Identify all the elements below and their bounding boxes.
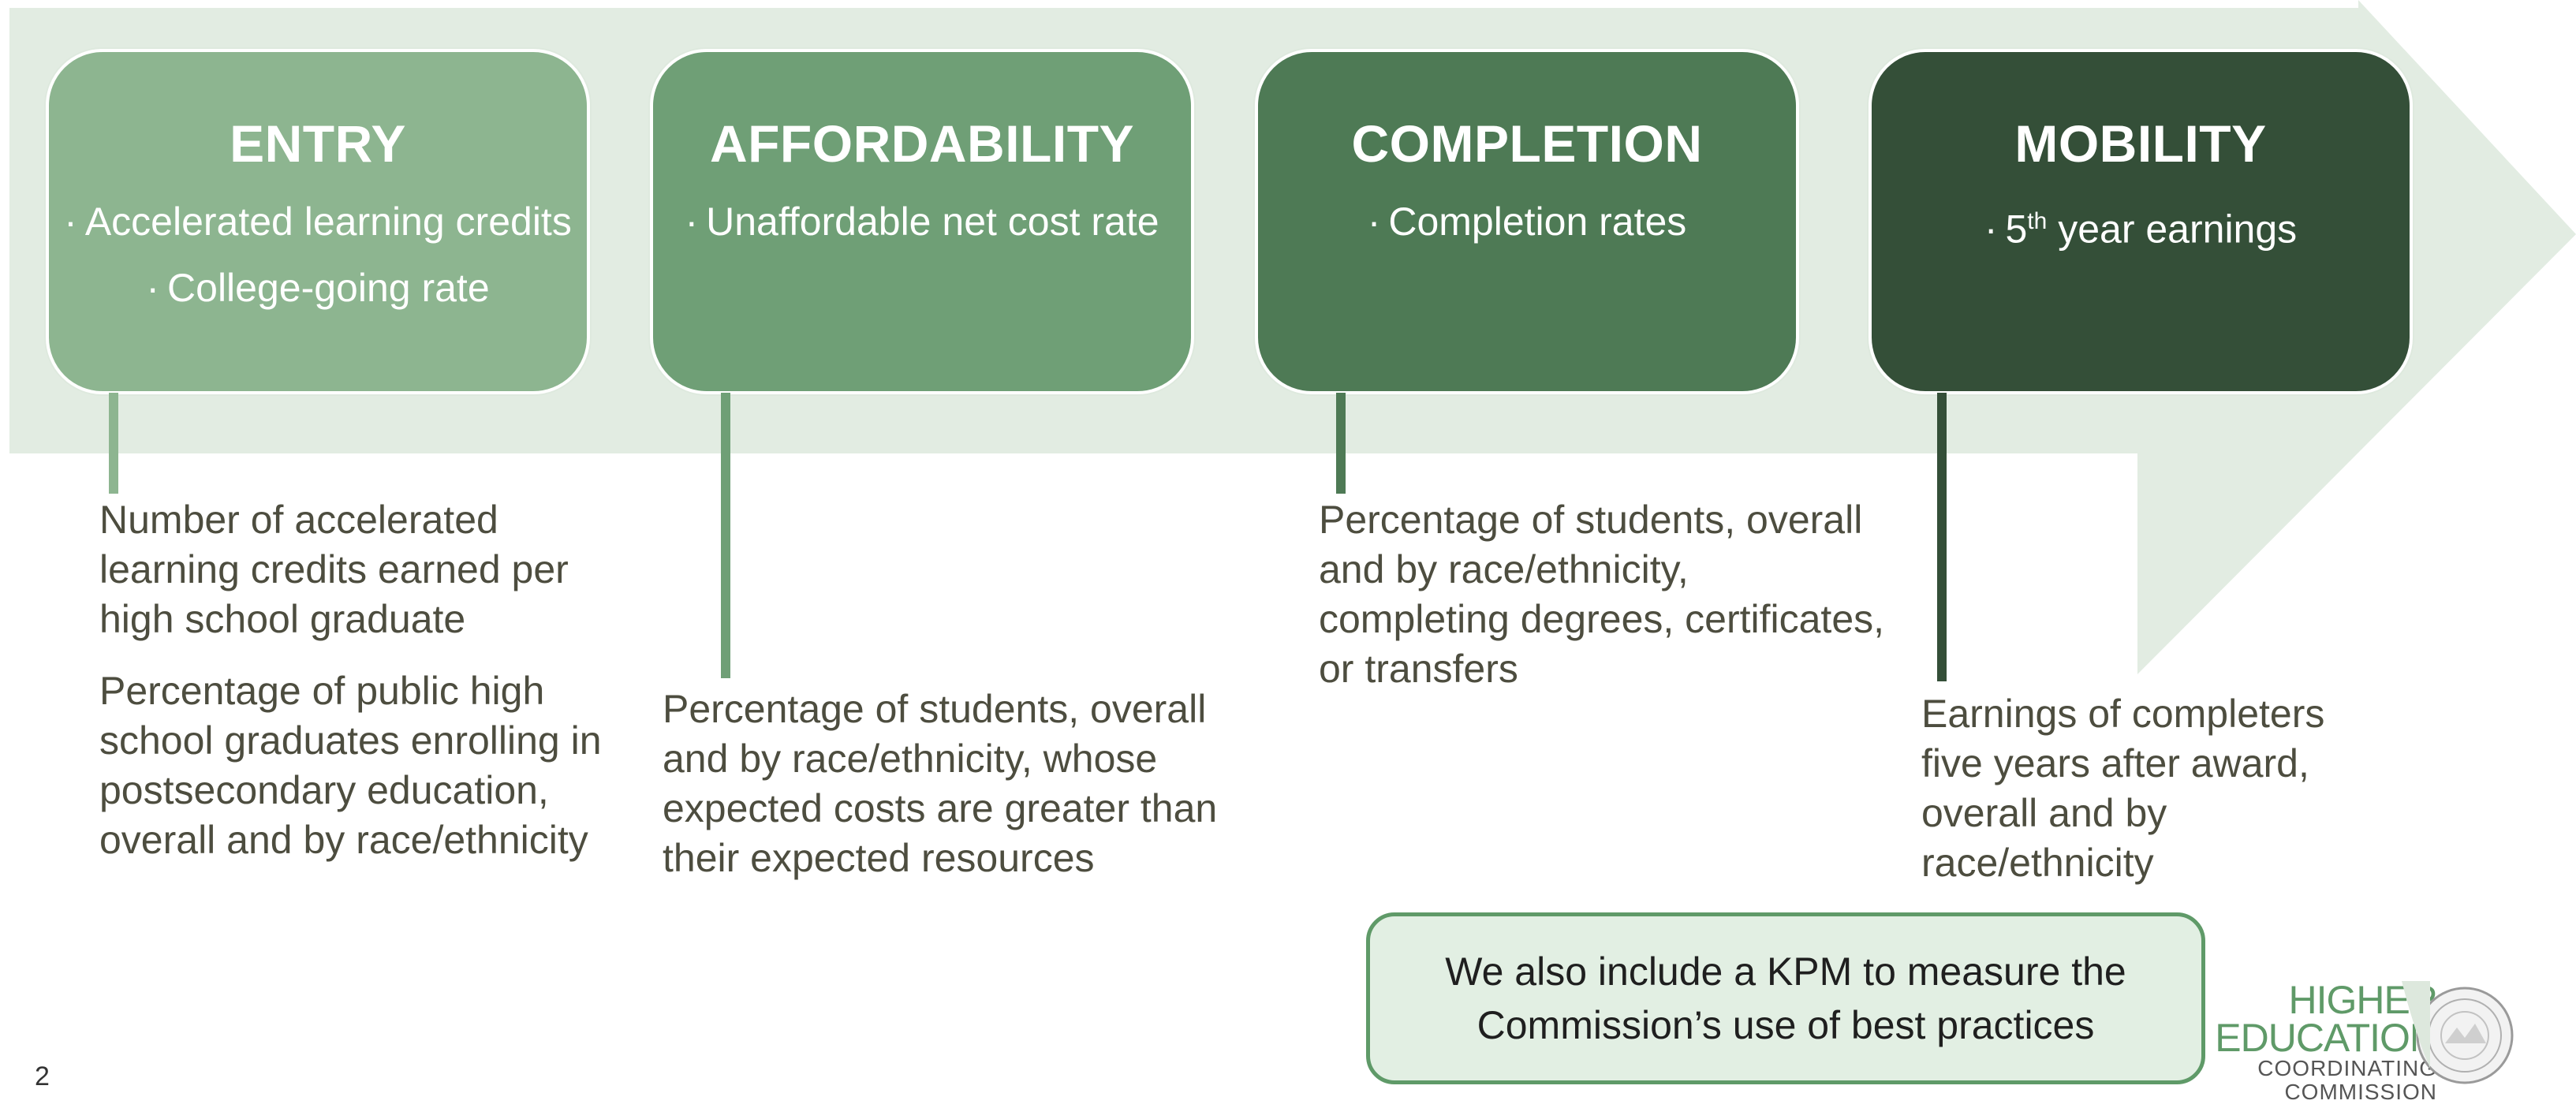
- logo-swoosh-icon: [2402, 981, 2430, 1068]
- callout-line: Commission’s use of best practices: [1477, 1003, 2095, 1047]
- description-text: Percentage of public high school graduat…: [99, 669, 602, 862]
- stage-title-entry: ENTRY: [230, 114, 406, 173]
- description-text: Percentage of students, overall and by r…: [1319, 498, 1885, 691]
- description-mobility: Earnings of completers five years after …: [1921, 689, 2395, 910]
- description-text: Number of accelerated learning credits e…: [99, 498, 569, 641]
- logo-line: EDUCATION: [2215, 1016, 2438, 1060]
- hecc-logo: HIGHER EDUCATION COORDINATING COMMISSION: [2215, 970, 2516, 1104]
- connector-stem-entry: [109, 393, 118, 494]
- stage-item: ·Unaffordable net cost rate: [685, 199, 1159, 244]
- connector-stem-completion: [1336, 393, 1346, 494]
- stage-title-mobility: MOBILITY: [2014, 114, 2267, 173]
- stage-item: ·5th year earnings: [1984, 207, 2298, 252]
- state-seal-icon: [2416, 987, 2514, 1084]
- callout-line: We also include a KPM to measure the: [1445, 949, 2126, 994]
- connector-stem-affordability: [721, 393, 730, 678]
- logo-line: COMMISSION: [2284, 1080, 2437, 1104]
- kpm-callout: We also include a KPM to measure the Com…: [1366, 912, 2205, 1084]
- description-affordability: Percentage of students, overall and by r…: [663, 685, 1270, 905]
- stage-item: ·College-going rate: [146, 265, 490, 310]
- stage-title-completion: COMPLETION: [1351, 114, 1703, 173]
- stage-card-entry: ENTRY ·Accelerated learning credits ·Col…: [46, 49, 590, 394]
- stage-card-completion: COMPLETION ·Completion rates: [1255, 49, 1799, 394]
- stage-card-mobility: MOBILITY ·5th year earnings: [1869, 49, 2413, 394]
- description-text: Earnings of completers five years after …: [1921, 692, 2325, 885]
- description-entry: Number of accelerated learning credits e…: [99, 495, 620, 887]
- stage-item: ·Completion rates: [1367, 199, 1687, 244]
- description-completion: Percentage of students, overall and by r…: [1319, 495, 1887, 716]
- stage-title-affordability: AFFORDABILITY: [709, 114, 1135, 173]
- logo-line: COORDINATING: [2257, 1056, 2437, 1080]
- stage-item: ·Accelerated learning credits: [64, 199, 572, 244]
- page-number: 2: [35, 1061, 50, 1091]
- description-text: Percentage of students, overall and by r…: [663, 687, 1218, 880]
- stage-card-affordability: AFFORDABILITY ·Unaffordable net cost rat…: [650, 49, 1194, 394]
- connector-stem-mobility: [1937, 393, 1947, 681]
